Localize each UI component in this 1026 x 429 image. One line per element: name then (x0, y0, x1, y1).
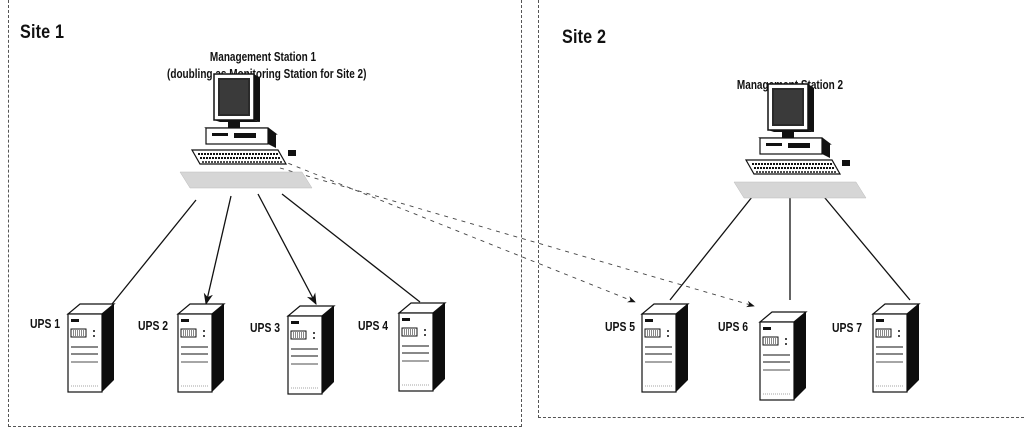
management-station-2-computer-icon (733, 83, 867, 199)
management-station-1-name: Management Station 1 (209, 50, 317, 64)
link-station1-ups1 (103, 199, 197, 315)
site-2-region (538, 0, 1024, 418)
site-1-region (8, 0, 522, 427)
ups-2-tower-icon (177, 303, 225, 393)
ups-4-label: UPS 4 (358, 318, 389, 333)
ups-6-tower-icon (759, 311, 807, 401)
monitor-link-station1-ups6 (279, 167, 755, 308)
link-station2-ups5 (669, 191, 757, 301)
ups-3-label: UPS 3 (250, 320, 281, 335)
ups-7-label: UPS 7 (832, 320, 863, 335)
ups-5-label: UPS 5 (605, 319, 636, 334)
link-station1-ups2 (203, 195, 232, 306)
link-station2-ups7 (819, 191, 911, 301)
link-station1-ups3 (257, 193, 317, 306)
ups-1-label: UPS 1 (30, 316, 61, 331)
monitor-link-station1-ups5 (279, 159, 636, 303)
ups-7-tower-icon (872, 303, 920, 393)
ups-4-tower-icon (398, 302, 446, 392)
ups-6-label: UPS 6 (718, 319, 749, 334)
link-station1-ups4 (281, 193, 421, 303)
ups-5-tower-icon (641, 303, 689, 393)
ups-2-label: UPS 2 (138, 318, 169, 333)
site-1-title: Site 1 (20, 22, 65, 43)
ups-1-tower-icon (67, 303, 115, 393)
ups-3-tower-icon (287, 305, 335, 395)
site-2-title: Site 2 (562, 27, 607, 48)
management-station-1-computer-icon (179, 73, 313, 189)
